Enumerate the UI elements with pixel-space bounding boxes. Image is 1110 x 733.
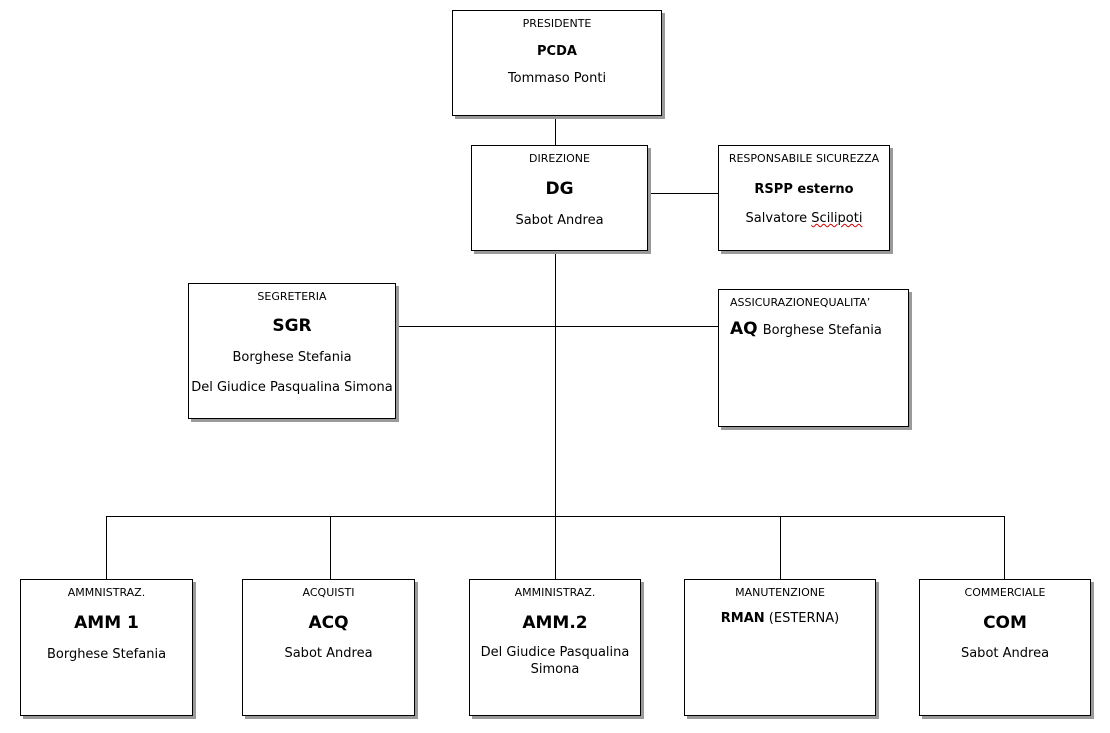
box-code: DG (545, 179, 574, 199)
box-name: Sabot Andrea (960, 646, 1050, 661)
name-first: Salvatore (745, 211, 808, 226)
box-qualita: ASSICURAZIONEQUALITA’ AQ Borghese Stefan… (718, 289, 909, 427)
box-caption: AMMNISTRAZ. (67, 586, 146, 599)
box-code: RMAN (720, 611, 765, 626)
box-code: RSPP esterno (754, 182, 854, 197)
box-caption: ASSICURAZIONEQUALITA’ (730, 296, 871, 309)
box-direzione: DIREZIONE DG Sabot Andrea (471, 145, 648, 251)
box-caption: DIREZIONE (529, 152, 590, 165)
box-caption: SEGRETERIA (257, 290, 327, 303)
box-caption: COMMERCIALE (964, 586, 1046, 599)
box-code: AQ (730, 319, 758, 339)
box-caption: ACQUISTI (302, 586, 355, 599)
box-code: AMM.2 (522, 613, 588, 633)
box-name-1: Borghese Stefania (232, 350, 352, 365)
box-sicurezza: RESPONSABILE SICUREZZA RSPP esterno Salv… (718, 145, 890, 251)
box-caption: RESPONSABILE SICUREZZA (728, 152, 880, 165)
box-code: COM (983, 613, 1027, 633)
box-name: Borghese Stefania (762, 323, 882, 338)
box-code-suffix: (ESTERNA) (768, 611, 840, 626)
box-presidente: PRESIDENTE PCDA Tommaso Ponti (452, 10, 662, 116)
box-caption: PRESIDENTE (522, 17, 592, 30)
box-name: Salvatore Scilipoti (719, 211, 889, 227)
box-name-2: Del Giudice Pasqualina Simona (191, 380, 393, 395)
box-commerciale: COMMERCIALE COM Sabot Andrea (919, 579, 1091, 716)
box-code: SGR (272, 316, 312, 336)
name-last: Scilipoti (811, 211, 863, 226)
box-name: Sabot Andrea (284, 646, 373, 661)
box-code: PCDA (537, 44, 577, 59)
box-code: AMM 1 (74, 613, 139, 633)
box-segreteria: SEGRETERIA SGR Borghese Stefania Del Giu… (188, 283, 396, 419)
box-amm2: AMMINISTRAZ. AMM.2 Del Giudice Pasqualin… (469, 579, 641, 716)
box-code-row: RMAN (ESTERNA) (685, 611, 875, 626)
box-manutenzione: MANUTENZIONE RMAN (ESTERNA) (684, 579, 876, 716)
box-name-line1: Del Giudice Pasqualina (480, 645, 630, 660)
box-code: ACQ (308, 613, 349, 633)
box-name-line2: Simona (530, 662, 580, 677)
box-name: Sabot Andrea (515, 213, 604, 228)
box-acquisti: ACQUISTI ACQ Sabot Andrea (242, 579, 415, 716)
box-caption: AMMINISTRAZ. (514, 586, 596, 599)
box-name: Borghese Stefania (46, 647, 167, 662)
box-amm1: AMMNISTRAZ. AMM 1 Borghese Stefania (20, 579, 193, 716)
box-name: Tommaso Ponti (507, 71, 607, 86)
box-caption: MANUTENZIONE (735, 586, 825, 599)
box-code-row: AQ Borghese Stefania (730, 319, 908, 339)
